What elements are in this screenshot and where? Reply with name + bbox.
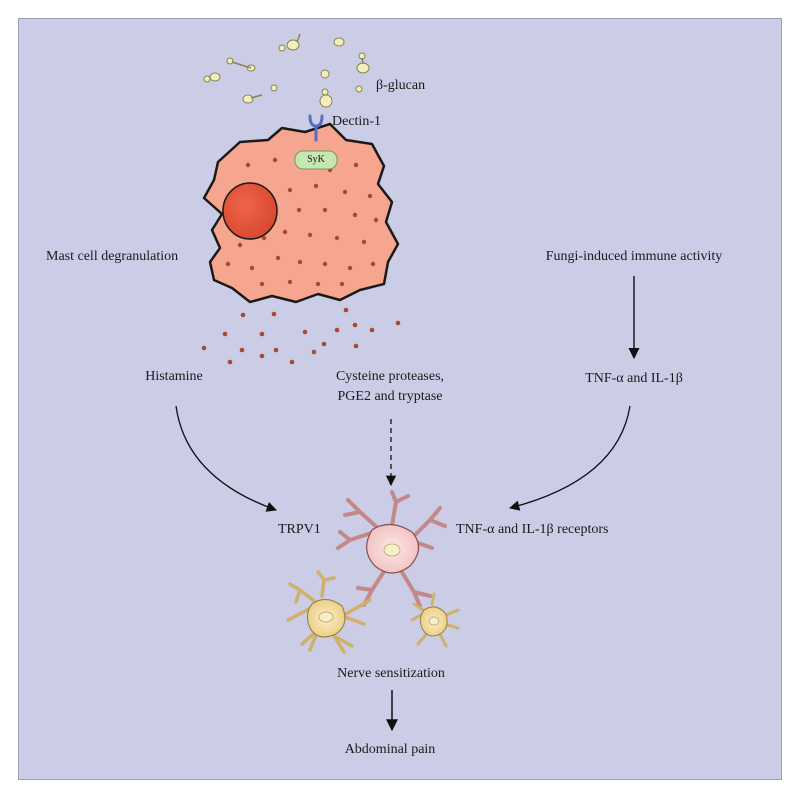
dectin-1-receptor [308,114,324,142]
nerve-sensitization-label: Nerve sensitization [337,666,445,681]
tnf-to-receptors-arrow [508,405,631,511]
trpv1-label: TRPV1 [278,522,321,537]
histamine-label: Histamine [145,369,203,384]
yellow-neuron-left [286,570,372,654]
tnf-label: TNF-α and IL-1β [585,371,683,386]
tnf-receptors-label: TNF-α and IL-1β receptors [456,522,609,537]
nucleus [222,182,278,240]
figure-panel [18,18,782,780]
syk-protein [294,150,338,170]
cysteine-label-line1: Cysteine proteases, [335,369,445,384]
pink-neuron [336,490,447,608]
mast-cell-label: Mast cell degranulation [46,249,179,264]
yellow-neuron-right [410,592,460,648]
cysteine-label-line2: PGE2 and tryptase [337,389,443,404]
histamine-to-trpv1-arrow [175,405,277,512]
mast-cell [202,122,400,304]
cell-granules [225,157,379,287]
abdominal-pain-label: Abdominal pain [344,742,436,757]
beta-glucan-particles [203,33,370,108]
syk-label: SyK [307,154,325,165]
released-granules [201,307,401,365]
fungi-label: Fungi-induced immune activity [545,249,723,264]
beta-glucan-label: β-glucan [376,78,426,93]
dectin-1-label: Dectin-1 [332,114,381,129]
